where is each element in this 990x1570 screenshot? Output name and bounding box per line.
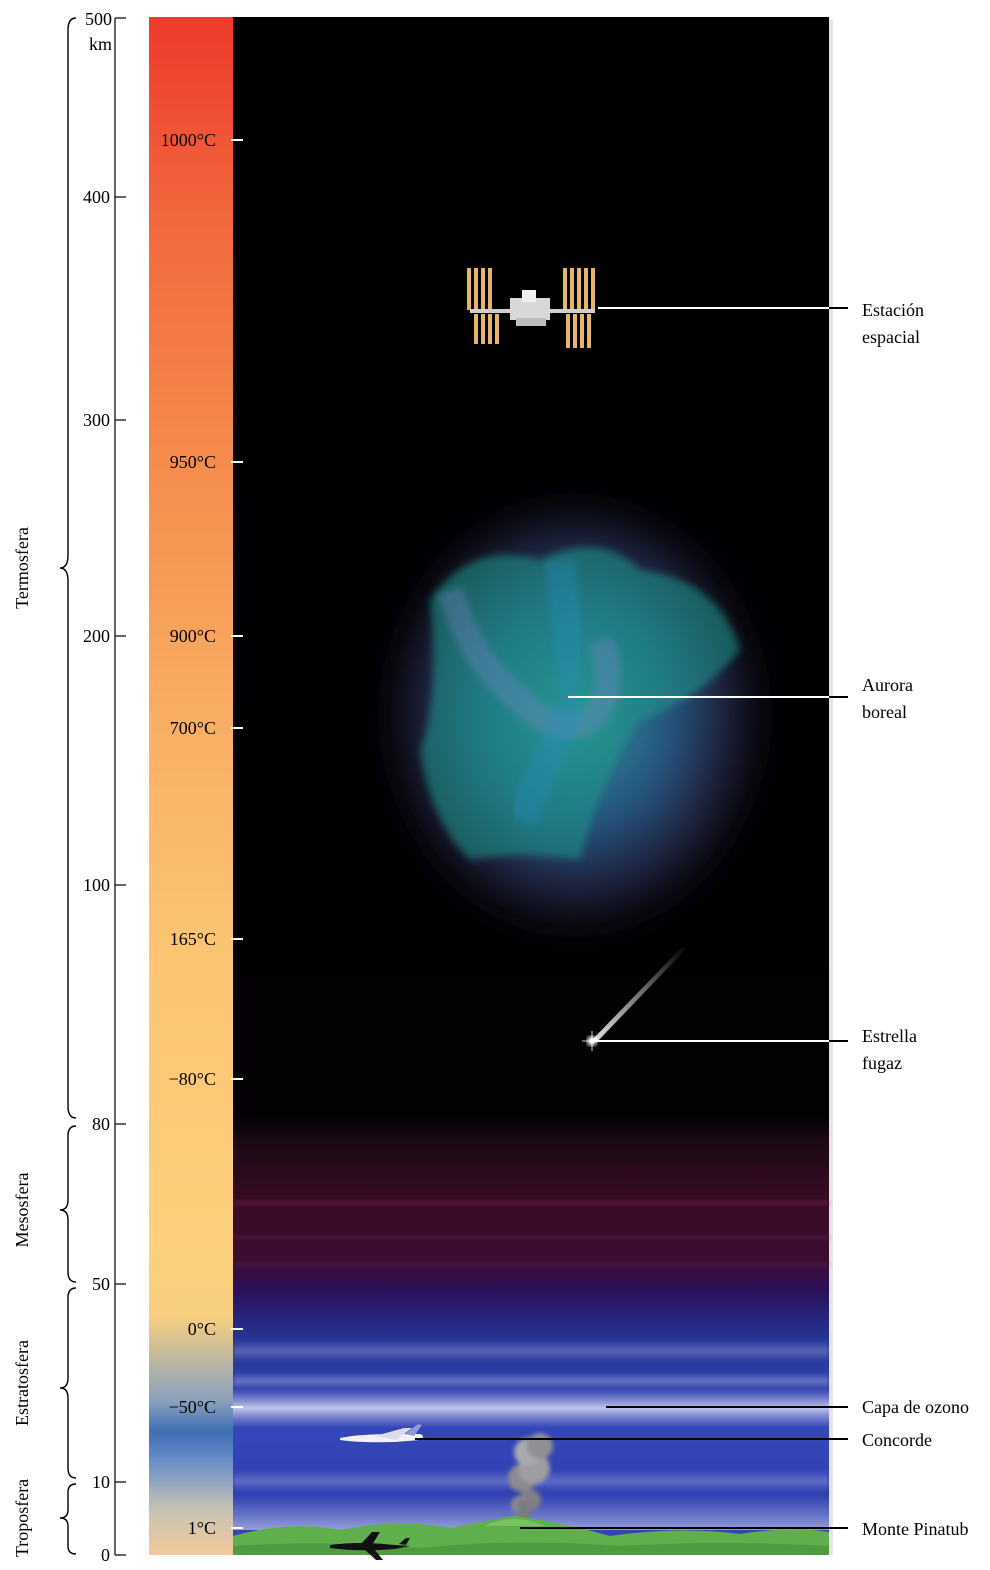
svg-text:200: 200: [83, 626, 110, 646]
svg-text:500: 500: [85, 9, 112, 29]
svg-text:0: 0: [101, 1545, 110, 1565]
altitude-tick-10: 10: [92, 1472, 126, 1492]
temperature-column: [149, 17, 233, 1555]
altitude-tick-0: 0: [101, 1545, 126, 1565]
altitude-tick-50: 50: [92, 1274, 126, 1294]
svg-text:−50°C: −50°C: [169, 1397, 216, 1417]
temp-label-900: 900°C: [170, 626, 243, 646]
airplane-shadow-icon: [330, 1532, 410, 1560]
svg-text:Estrella: Estrella: [862, 1026, 917, 1046]
brace-termosfera: [59, 17, 77, 1119]
callout-aurora: Aurora boreal: [568, 675, 913, 722]
callout-space-station: Estación espacial: [598, 300, 924, 347]
svg-text:700°C: 700°C: [170, 718, 216, 738]
brace-troposfera: [59, 1483, 77, 1555]
temp-label-700: 700°C: [170, 718, 243, 738]
brace-estratosfera: [59, 1287, 77, 1479]
svg-text:Estación: Estación: [862, 300, 924, 320]
altitude-tick-200: 200: [83, 626, 126, 646]
altitude-tick-100: 100: [83, 875, 126, 895]
svg-text:−80°C: −80°C: [169, 1069, 216, 1089]
svg-text:80: 80: [92, 1114, 110, 1134]
callout-shooting-star: Estrella fugaz: [596, 1026, 917, 1073]
aurora-borealis-illustration: [375, 485, 775, 945]
svg-text:Monte Pinatub: Monte Pinatub: [862, 1519, 969, 1539]
space-station-icon: [467, 268, 595, 348]
svg-text:fugaz: fugaz: [862, 1053, 902, 1073]
temp-label-950: 950°C: [170, 452, 243, 472]
altitude-tick-300: 300: [83, 410, 126, 430]
altitude-tick-80: 80: [92, 1114, 126, 1134]
layer-names: Termosfera Mesosfera Estratosfera Tropos…: [12, 527, 32, 1557]
svg-text:1000°C: 1000°C: [161, 130, 216, 150]
temp-label-1000: 1000°C: [161, 130, 243, 150]
mesosphere-glow: [233, 1200, 829, 1267]
svg-text:300: 300: [83, 410, 110, 430]
svg-text:50: 50: [92, 1274, 110, 1294]
temp-label-minus80: −80°C: [169, 1069, 243, 1089]
altitude-unit: km: [89, 34, 112, 54]
altitude-tick-400: 400: [83, 187, 126, 207]
layer-name-termosfera: Termosfera: [12, 527, 32, 609]
callout-ozone-layer: Capa de ozono: [606, 1397, 969, 1417]
svg-text:165°C: 165°C: [170, 929, 216, 949]
temp-label-minus50: −50°C: [169, 1397, 243, 1417]
temp-label-165: 165°C: [170, 929, 243, 949]
svg-text:400: 400: [83, 187, 110, 207]
temperature-labels: 1000°C 950°C 900°C 700°C 165°C −80°C 0°C: [161, 130, 243, 1538]
altitude-axis: 500 km 400 300 200 100 80 50 10: [83, 9, 126, 1565]
callouts: Estación espacial Aurora boreal Estrella…: [415, 300, 969, 1539]
temp-label-1: 1°C: [188, 1518, 243, 1538]
callout-concorde: Concorde: [415, 1430, 932, 1450]
layer-name-troposfera: Troposfera: [12, 1479, 32, 1557]
altitude-tick-500: 500 km: [85, 9, 126, 54]
svg-text:10: 10: [92, 1472, 110, 1492]
layer-name-estratosfera: Estratosfera: [12, 1340, 32, 1426]
brace-mesosfera: [59, 1125, 77, 1283]
svg-text:Aurora: Aurora: [862, 675, 913, 695]
svg-text:espacial: espacial: [862, 327, 920, 347]
svg-text:950°C: 950°C: [170, 452, 216, 472]
svg-text:boreal: boreal: [862, 702, 907, 722]
svg-text:100: 100: [83, 875, 110, 895]
concorde-icon: [340, 1424, 423, 1443]
layer-braces: [59, 17, 77, 1555]
svg-text:Capa de ozono: Capa de ozono: [862, 1397, 969, 1417]
svg-text:900°C: 900°C: [170, 626, 216, 646]
svg-text:0°C: 0°C: [188, 1319, 216, 1339]
callout-mount-pinatubo: Monte Pinatub: [520, 1519, 969, 1539]
layer-name-mesosfera: Mesosfera: [12, 1173, 32, 1248]
svg-text:1°C: 1°C: [188, 1518, 216, 1538]
temp-label-0: 0°C: [188, 1319, 243, 1339]
svg-text:Concorde: Concorde: [862, 1430, 932, 1450]
